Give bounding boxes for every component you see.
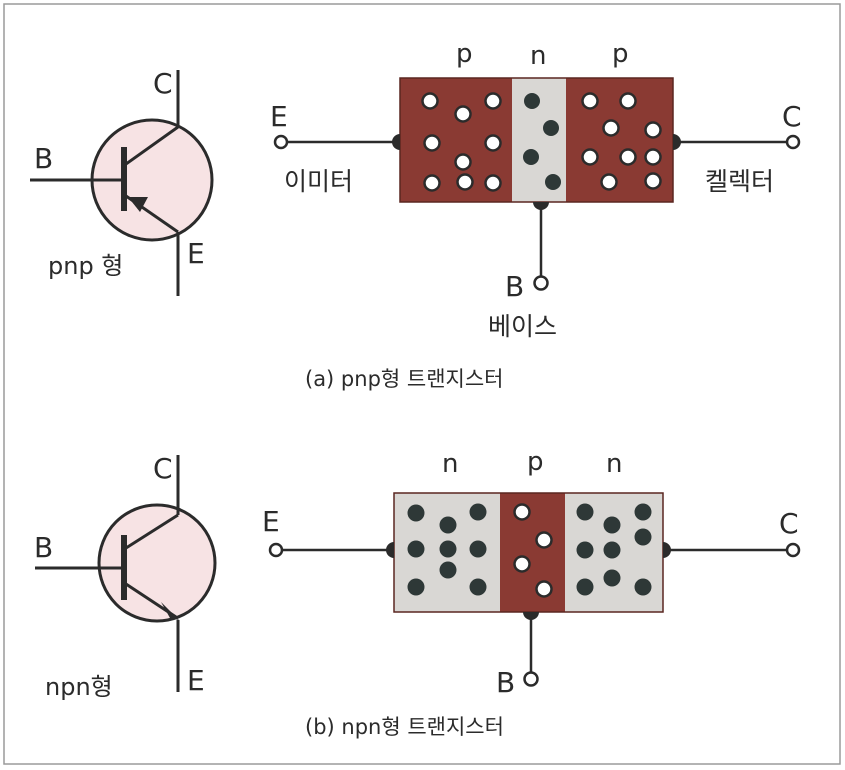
pnp-symbol: C B E pnp 형 xyxy=(30,67,214,296)
npn-collector-contact xyxy=(663,542,671,558)
pnp-emitter-arrow xyxy=(128,197,148,212)
pnp-region-label-3: p xyxy=(612,39,629,69)
electron-dot xyxy=(407,540,425,558)
hole-dot xyxy=(513,503,531,521)
hole-dot xyxy=(484,92,502,110)
npn-collector-line xyxy=(125,513,179,550)
electron-dot xyxy=(576,503,594,521)
npn-symbol: C B E npn형 xyxy=(34,452,217,701)
pnp-type-label: pnp 형 xyxy=(48,252,123,280)
pnp-base-contact xyxy=(533,202,549,210)
npn-emitter-terminal xyxy=(268,542,284,558)
emitter-label: 이미터 xyxy=(284,167,353,196)
npn-structure: n p n E C B (b) npn형 트랜지스터 xyxy=(262,447,801,739)
npn-emitter-arrow xyxy=(161,602,179,620)
npn-symbol-e-label: E xyxy=(187,664,205,697)
hole-dot xyxy=(644,121,662,139)
hole-dot xyxy=(454,105,472,123)
npn-region-label-3: n xyxy=(606,449,622,479)
hole-dot xyxy=(644,172,662,190)
npn-type-label: npn형 xyxy=(45,673,113,701)
pnp-collector-contact xyxy=(673,134,681,150)
base-label: 베이스 xyxy=(488,312,557,341)
electron-dot xyxy=(545,174,561,190)
pnp-collector-terminal xyxy=(785,134,801,150)
hole-dot xyxy=(644,148,662,166)
figure-frame xyxy=(3,3,841,765)
hole-dot xyxy=(602,119,620,137)
collector-label: 켈렉터 xyxy=(705,167,774,196)
electron-dot xyxy=(576,541,594,559)
electron-dot xyxy=(603,516,621,534)
pnp-region-label-2: n xyxy=(530,41,546,71)
pnp-collector-line xyxy=(125,125,179,166)
npn-base-region xyxy=(500,493,565,612)
hole-dot xyxy=(421,92,439,110)
pnp-emitter-contact xyxy=(392,134,400,150)
electron-dot xyxy=(469,503,487,521)
pnp-symbol-c-label: C xyxy=(153,67,173,100)
pnp-symbol-e-label: E xyxy=(187,237,205,270)
hole-dot xyxy=(484,174,502,192)
npn-symbol-circle xyxy=(97,503,217,623)
hole-dot xyxy=(423,134,441,152)
pnp-structure: p n p E C B 이미터 켈렉터 베이스 (a) pnp형 트랜지스터 xyxy=(270,39,802,391)
pnp-terminal-e-label: E xyxy=(270,100,288,133)
hole-dot xyxy=(581,92,599,110)
electron-dot xyxy=(576,578,594,596)
pnp-symbol-b-label: B xyxy=(34,142,53,175)
npn-symbol-c-label: C xyxy=(153,452,173,485)
pnp-caption: (a) pnp형 트랜지스터 xyxy=(305,367,504,391)
hole-dot xyxy=(535,580,553,598)
hole-dot xyxy=(535,531,553,549)
hole-dot xyxy=(581,148,599,166)
pnp-region-label-1: p xyxy=(456,39,473,69)
electron-dot xyxy=(603,541,621,559)
npn-region-label-1: n xyxy=(442,449,458,479)
npn-terminal-e-label: E xyxy=(262,505,280,538)
electron-dot xyxy=(524,93,540,109)
pnp-emitter-terminal xyxy=(273,134,289,150)
npn-carriers xyxy=(407,503,652,598)
pnp-terminal-c-label: C xyxy=(782,100,802,133)
electron-dot xyxy=(407,504,425,522)
npn-region-label-2: p xyxy=(527,447,544,477)
pnp-terminal-b-label: B xyxy=(505,270,524,303)
npn-base-contact xyxy=(523,612,539,620)
electron-dot xyxy=(469,578,487,596)
electron-dot xyxy=(439,516,457,534)
npn-caption: (b) npn형 트랜지스터 xyxy=(305,715,504,739)
hole-dot xyxy=(454,153,472,171)
electron-dot xyxy=(469,540,487,558)
electron-dot xyxy=(439,561,457,579)
electron-dot xyxy=(634,578,652,596)
electron-dot xyxy=(603,569,621,587)
electron-dot xyxy=(407,578,425,596)
npn-terminal-b-label: B xyxy=(496,666,515,699)
hole-dot xyxy=(456,173,474,191)
electron-dot xyxy=(634,528,652,546)
electron-dot xyxy=(523,149,539,165)
pnp-carriers xyxy=(421,92,662,192)
npn-terminal-c-label: C xyxy=(779,507,799,540)
hole-dot xyxy=(423,174,441,192)
npn-base-terminal xyxy=(523,671,539,687)
hole-dot xyxy=(619,148,637,166)
hole-dot xyxy=(619,92,637,110)
hole-dot xyxy=(513,555,531,573)
pnp-base-terminal xyxy=(533,275,549,291)
npn-emitter-contact xyxy=(386,542,394,558)
electron-dot xyxy=(543,120,559,136)
hole-dot xyxy=(484,134,502,152)
electron-dot xyxy=(634,503,652,521)
npn-collector-terminal xyxy=(785,542,801,558)
hole-dot xyxy=(600,173,618,191)
npn-symbol-b-label: B xyxy=(34,531,53,564)
electron-dot xyxy=(439,540,457,558)
